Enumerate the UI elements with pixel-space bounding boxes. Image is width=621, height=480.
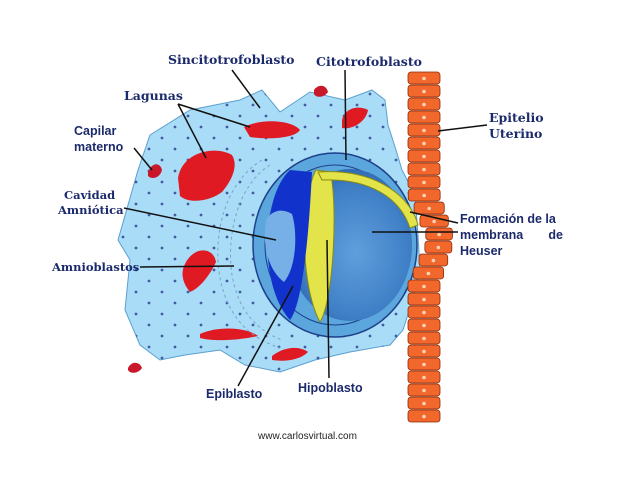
- epithelial-nucleus: [432, 219, 436, 224]
- epithelial-nucleus: [422, 89, 426, 94]
- dashed-zone: [217, 159, 283, 349]
- epithelial-nucleus: [422, 154, 426, 159]
- epithelial-nucleus: [422, 115, 426, 120]
- epithelial-nucleus: [422, 349, 426, 354]
- label-epitelio-line1: Epitelio: [489, 110, 544, 125]
- label-sincitotrofoblasto: Sincitotrofoblasto: [168, 52, 295, 67]
- epithelial-nucleus: [427, 206, 431, 211]
- heuser-membrane: [317, 171, 419, 229]
- label-epitelio-line2: Uterino: [489, 126, 543, 141]
- label-formacion-line2: membrana de: [460, 228, 563, 242]
- epithelial-nucleus: [431, 258, 436, 263]
- lacunae: [128, 85, 368, 373]
- label-hipoblasto: Hipoblasto: [298, 381, 363, 395]
- leader-lines: [123, 69, 488, 387]
- epithelial-nucleus: [422, 284, 426, 289]
- epithelial-nucleus: [422, 141, 426, 146]
- epithelial-nucleus: [422, 388, 426, 393]
- epithelial-nucleus: [437, 232, 441, 237]
- label-citotrofoblasto: Citotrofoblasto: [316, 54, 422, 69]
- epithelial-nucleus: [422, 362, 426, 367]
- label-lagunas: Lagunas: [124, 88, 183, 103]
- epithelial-nucleus: [436, 245, 441, 250]
- amniotic-cavity: [264, 210, 296, 282]
- epithelial-nucleus: [422, 310, 426, 315]
- epithelial-nucleus: [422, 323, 426, 328]
- epithelial-nucleus: [422, 401, 426, 406]
- label-formacion-line3: Heuser: [460, 244, 503, 258]
- label-cavidad-line2: Amniótica: [58, 203, 124, 217]
- epithelial-nucleus: [422, 102, 426, 107]
- label-amnioblastos: Amnioblastos: [52, 260, 140, 274]
- epithelial-nucleus: [426, 271, 431, 276]
- label-cavidad-line1: Cavidad: [64, 188, 116, 202]
- label-capilar-line2: materno: [74, 140, 124, 154]
- uterine-epithelium: [407, 71, 453, 423]
- footer-source: www.carlosvirtual.com: [258, 431, 357, 442]
- label-epiblasto: Epiblasto: [206, 387, 263, 401]
- epithelial-nucleus: [422, 180, 426, 185]
- epithelial-nucleus: [422, 167, 426, 172]
- epithelial-nucleus: [422, 297, 426, 302]
- epithelial-nucleus: [422, 193, 426, 198]
- epithelial-nucleus: [422, 128, 426, 133]
- epithelial-nucleus: [422, 76, 426, 81]
- epithelial-nucleus: [422, 375, 426, 380]
- capilar-materno-shape: [148, 164, 162, 178]
- epithelial-nucleus: [422, 336, 426, 341]
- label-formacion-line1: Formación de la: [460, 212, 556, 226]
- epithelial-nucleus: [422, 414, 426, 419]
- label-capilar-line1: Capilar: [74, 124, 117, 138]
